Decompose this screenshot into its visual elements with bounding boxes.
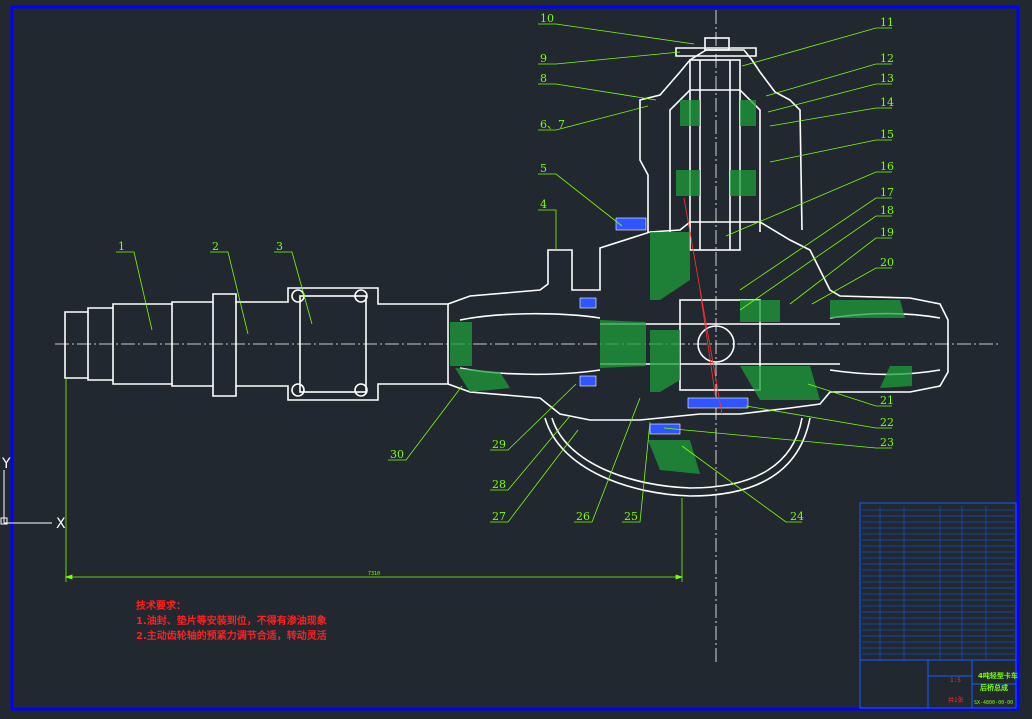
leader-line bbox=[663, 427, 892, 449]
part-label: 18 bbox=[880, 204, 894, 217]
leader-lines bbox=[116, 23, 892, 523]
leader-line bbox=[490, 415, 571, 491]
ucs-axis-icon bbox=[0, 470, 52, 525]
part-label: 17 bbox=[880, 186, 894, 199]
title-block bbox=[859, 502, 1017, 709]
part-label: 5 bbox=[540, 162, 547, 175]
axis-x-label: X bbox=[56, 516, 66, 532]
dimension-text: 7310 bbox=[368, 571, 380, 577]
part-label: 4 bbox=[540, 198, 547, 211]
leader-line bbox=[807, 383, 892, 407]
part-label: 28 bbox=[492, 478, 506, 491]
leader-line bbox=[538, 51, 681, 65]
leader-line bbox=[765, 63, 892, 97]
part-label: 15 bbox=[880, 128, 894, 141]
part-label: 27 bbox=[492, 510, 506, 523]
leader-line bbox=[741, 27, 892, 67]
seal-components bbox=[579, 217, 749, 435]
leader-line bbox=[388, 385, 463, 461]
leader-line bbox=[681, 445, 802, 523]
part-label: 10 bbox=[540, 12, 554, 25]
part-label: 9 bbox=[540, 52, 547, 65]
leader-line bbox=[538, 209, 557, 250]
tech-requirement-1: 1.油封、垫片等安装到位，不得有渗油现象 bbox=[136, 614, 327, 627]
scale-value: 1:5 bbox=[950, 677, 961, 684]
parts-list-table bbox=[862, 506, 1014, 660]
part-label: 2 bbox=[212, 240, 219, 253]
part-label: 29 bbox=[492, 438, 506, 451]
leader-line bbox=[811, 267, 892, 305]
part-label: 11 bbox=[880, 16, 894, 29]
drawing-frame bbox=[10, 5, 1020, 711]
sheet-count: 共1张 bbox=[948, 696, 964, 704]
leader-line bbox=[789, 237, 892, 305]
leader-line bbox=[538, 23, 695, 45]
leader-line bbox=[739, 215, 892, 311]
leader-line bbox=[490, 429, 579, 523]
leader-line bbox=[767, 83, 892, 113]
leader-line bbox=[725, 171, 892, 237]
leader-line bbox=[574, 397, 641, 523]
leader-line bbox=[769, 139, 892, 163]
leader-line bbox=[769, 107, 892, 127]
leader-line bbox=[538, 173, 623, 227]
leader-line bbox=[210, 251, 249, 335]
axle-housing bbox=[64, 37, 949, 497]
center-lines bbox=[55, 10, 1000, 665]
part-label: 3 bbox=[276, 240, 283, 253]
gear-pitch-lines bbox=[683, 197, 723, 415]
axis-y-label: Y bbox=[1, 456, 11, 472]
leader-line bbox=[538, 105, 649, 131]
drawing-number: SX-4800-00-00 bbox=[974, 700, 1013, 706]
part-label: 25 bbox=[624, 510, 638, 523]
part-label: 19 bbox=[880, 226, 894, 239]
part-label: 12 bbox=[880, 52, 894, 65]
dimension-line bbox=[64, 378, 684, 582]
part-label: 24 bbox=[790, 510, 804, 523]
part-label: 22 bbox=[880, 416, 894, 429]
tech-requirements-title: 技术要求： bbox=[136, 599, 186, 612]
leader-line bbox=[538, 83, 657, 101]
leader-line bbox=[490, 383, 577, 451]
part-label: 6、7 bbox=[540, 118, 565, 131]
part-label: 13 bbox=[880, 72, 894, 85]
part-label: 23 bbox=[880, 436, 894, 449]
title-line1: 4吨轻型卡车 bbox=[978, 671, 1018, 680]
part-label: 16 bbox=[880, 160, 894, 173]
part-label: 30 bbox=[390, 448, 404, 461]
title-line2: 后桥总成 bbox=[980, 683, 1008, 692]
leader-line bbox=[274, 251, 313, 325]
part-label: 1 bbox=[118, 240, 125, 253]
leader-line bbox=[622, 421, 651, 523]
section-hatch bbox=[450, 100, 912, 474]
part-label: 14 bbox=[880, 96, 894, 109]
part-label: 21 bbox=[880, 394, 894, 407]
leader-line bbox=[116, 251, 153, 331]
part-label: 26 bbox=[576, 510, 590, 523]
part-label: 8 bbox=[540, 72, 547, 85]
leader-line bbox=[745, 405, 892, 429]
tech-requirement-2: 2.主动齿轮轴的预紧力调节合适，转动灵活 bbox=[136, 629, 327, 642]
leader-line bbox=[739, 197, 892, 291]
part-label: 20 bbox=[880, 256, 894, 269]
